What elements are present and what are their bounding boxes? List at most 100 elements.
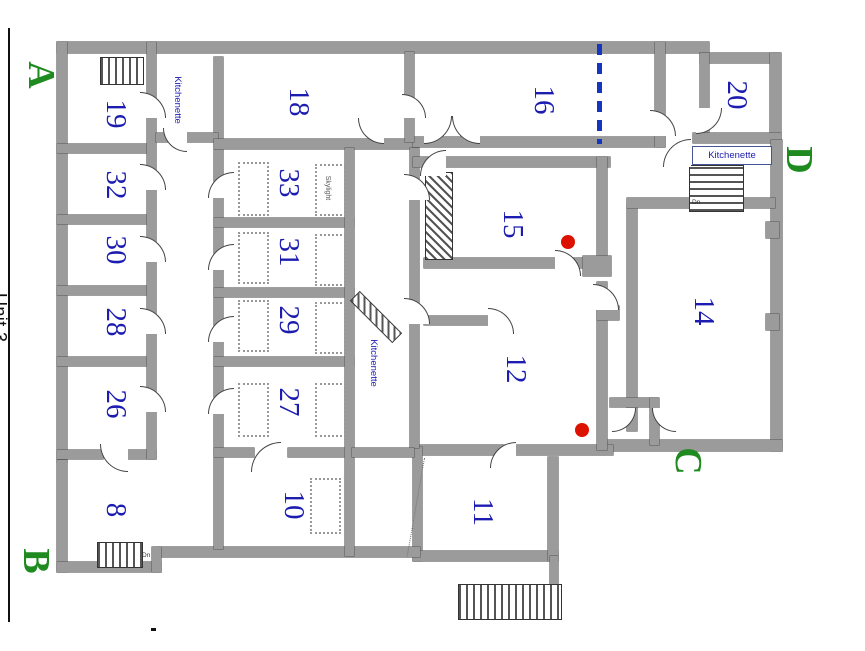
wall bbox=[214, 57, 223, 549]
wall bbox=[410, 148, 419, 448]
door-arc bbox=[208, 244, 234, 270]
wall bbox=[214, 288, 354, 297]
room-label-33: 33 bbox=[273, 168, 306, 198]
wall bbox=[610, 398, 658, 407]
wall bbox=[700, 53, 709, 141]
wall bbox=[413, 157, 610, 167]
plan-title-unit: Unit 3 bbox=[0, 293, 10, 342]
door-arc bbox=[593, 284, 619, 310]
red-marker-dot bbox=[575, 423, 589, 437]
kitchenette-label-center: Kitchenette bbox=[368, 339, 380, 387]
door-arc bbox=[251, 442, 281, 472]
door-arc bbox=[140, 164, 166, 190]
wall bbox=[57, 144, 155, 153]
wall bbox=[766, 222, 779, 238]
fixture-dashed bbox=[238, 162, 269, 216]
wall bbox=[214, 139, 418, 149]
wall bbox=[771, 140, 782, 451]
door-arc bbox=[488, 308, 514, 334]
door-arc bbox=[140, 386, 166, 412]
door-arc bbox=[555, 250, 581, 276]
door-arc bbox=[140, 92, 166, 118]
wall bbox=[214, 357, 354, 366]
fixture-dashed bbox=[238, 383, 269, 437]
room-label-27: 27 bbox=[273, 387, 306, 417]
room-label-16: 16 bbox=[528, 85, 561, 115]
room-label-30: 30 bbox=[100, 235, 133, 265]
room-label-10: 10 bbox=[278, 490, 311, 520]
wall bbox=[413, 551, 558, 561]
wall bbox=[597, 282, 607, 450]
wall bbox=[424, 258, 610, 268]
door-arc bbox=[100, 444, 128, 472]
door-arc bbox=[208, 316, 234, 342]
door-arc bbox=[420, 150, 446, 176]
wall bbox=[214, 448, 254, 457]
wall bbox=[770, 53, 781, 143]
wall bbox=[57, 460, 67, 572]
staircase bbox=[425, 172, 453, 260]
door-arc bbox=[140, 308, 166, 334]
fixture-dashed bbox=[238, 232, 269, 284]
fixture-dashed bbox=[315, 383, 346, 437]
wall bbox=[57, 450, 103, 459]
wall bbox=[152, 547, 161, 572]
section-marker-a: A bbox=[20, 61, 62, 89]
section-marker-d: D bbox=[778, 146, 820, 174]
wall bbox=[57, 42, 709, 53]
door-arc bbox=[208, 172, 234, 198]
room-label-8: 8 bbox=[100, 502, 133, 518]
room-label-11: 11 bbox=[467, 498, 500, 526]
door-arc bbox=[663, 139, 691, 167]
room-label-20: 20 bbox=[721, 80, 754, 110]
kitchenette-label-right: Kitchenette bbox=[692, 146, 772, 165]
room-label-18: 18 bbox=[283, 87, 316, 117]
wall bbox=[583, 256, 611, 276]
wall bbox=[57, 286, 155, 295]
fixture-dashed bbox=[315, 164, 346, 216]
door-arc bbox=[140, 236, 166, 262]
wall bbox=[57, 215, 155, 224]
wall bbox=[214, 218, 354, 227]
room-label-15: 15 bbox=[497, 209, 530, 239]
room-label-32: 32 bbox=[100, 170, 133, 200]
room-label-26: 26 bbox=[100, 389, 133, 419]
wall bbox=[156, 133, 218, 142]
wall bbox=[548, 457, 558, 561]
wall bbox=[655, 42, 665, 147]
fixture-dashed bbox=[310, 478, 341, 534]
wall bbox=[288, 448, 354, 457]
fixture-dashed bbox=[315, 234, 346, 286]
wall bbox=[128, 450, 156, 459]
door-arc bbox=[650, 110, 676, 136]
wall bbox=[413, 447, 422, 561]
wall bbox=[693, 133, 781, 143]
wall bbox=[345, 148, 354, 556]
room-label-19: 19 bbox=[100, 99, 133, 129]
staircase bbox=[100, 57, 144, 85]
margin-line bbox=[8, 28, 10, 622]
blue-dashed-boundary bbox=[597, 44, 602, 144]
fixture-dashed bbox=[315, 302, 346, 354]
room-label-29: 29 bbox=[273, 305, 306, 335]
wall bbox=[597, 157, 607, 268]
wall bbox=[413, 137, 665, 147]
section-marker-c: C bbox=[667, 447, 709, 475]
plan-title: Unit 3 Queniborough Ind. Est. bbox=[0, 293, 50, 573]
fixture-dashed bbox=[238, 300, 269, 352]
wall bbox=[550, 556, 558, 588]
wall bbox=[600, 440, 782, 451]
skylight-label: Skylight bbox=[324, 175, 332, 201]
stairs-down-label: Dn bbox=[692, 199, 701, 206]
stairs-down-label: Dn bbox=[142, 552, 151, 559]
door-arc bbox=[402, 94, 426, 118]
room-label-28: 28 bbox=[100, 307, 133, 337]
wall bbox=[158, 547, 420, 557]
staircase bbox=[97, 542, 143, 568]
wall bbox=[424, 316, 490, 325]
door-arc bbox=[208, 388, 234, 414]
plan-tick-mark bbox=[151, 628, 156, 631]
staircase bbox=[458, 584, 562, 620]
room-label-31: 31 bbox=[273, 237, 306, 267]
